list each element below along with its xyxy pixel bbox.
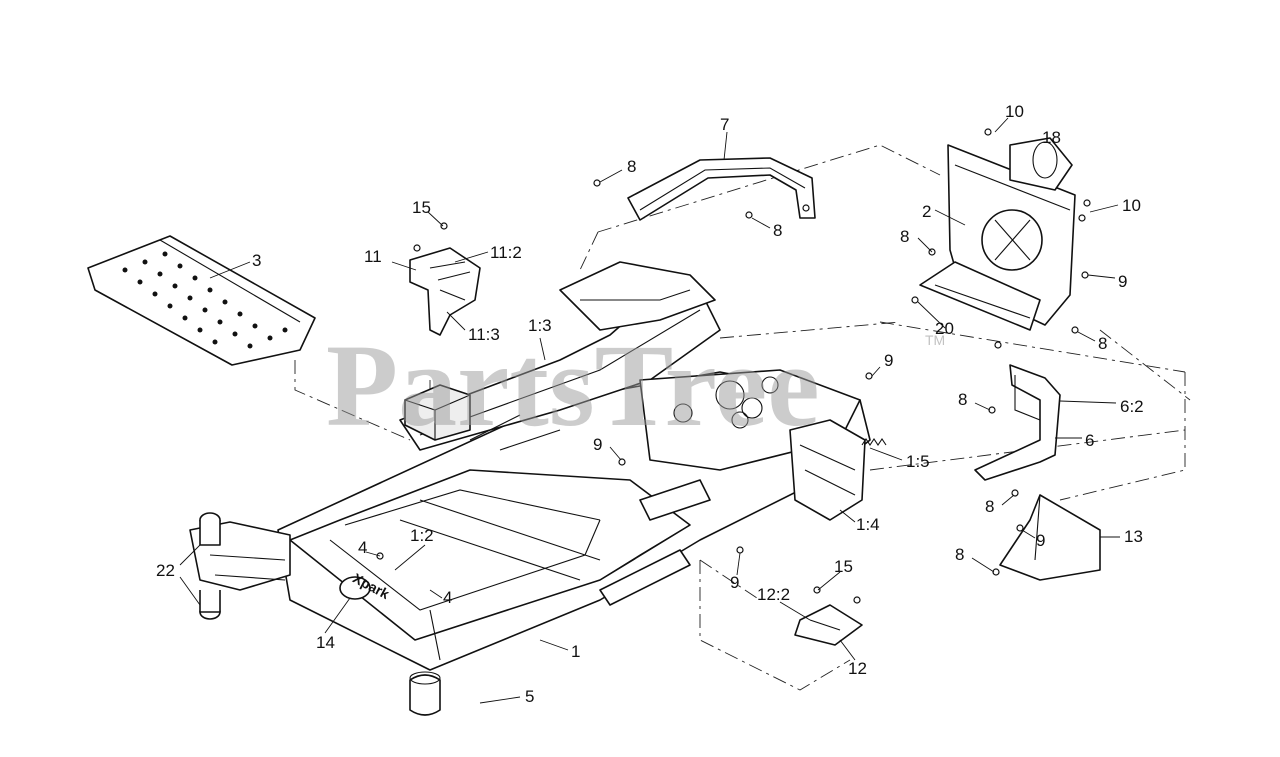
callout-6-2: 6:2 [1120,397,1144,416]
callout-9-frame: 9 [593,435,602,454]
callout-12-2: 12:2 [757,585,790,604]
fender-part-7 [593,157,816,221]
callout-8-lower: 8 [955,545,964,564]
callout-1-4: 1:4 [856,515,880,534]
watermark-text: PartsTree [326,320,820,451]
watermark: PartsTree TM [326,320,945,451]
callout-11: 11 [364,247,382,266]
callout-6: 6 [1085,431,1094,450]
callout-8-fender-right: 8 [773,221,782,240]
callout-9-cover: 9 [1036,531,1045,550]
callout-12: 12 [848,659,867,678]
callout-10-right: 10 [1122,196,1141,215]
callout-10-top: 10 [1005,102,1024,121]
callout-11-2: 11:2 [490,243,522,262]
cover-part-13 [992,489,1101,581]
callout-1: 1 [571,642,580,661]
bracket-part-12 [794,586,863,646]
callout-8-bracket: 8 [958,390,967,409]
bracket-part-11 [409,222,481,336]
caster-cups-part-22 [199,512,221,620]
callout-11-3: 11:3 [468,325,500,344]
callout-1-2: 1:2 [410,526,434,545]
callout-9-lower: 9 [730,573,739,592]
callout-9-plate: 9 [1118,272,1127,291]
callout-1-3: 1:3 [528,316,552,335]
callout-3: 3 [252,251,261,270]
bracket-part-6 [974,364,1061,481]
base-plate-part-20 [911,248,1079,349]
callout-7: 7 [720,115,729,134]
leader-lines [179,117,1120,704]
callout-4-bottom: 4 [443,588,452,607]
step-plate-part-3 [87,235,316,366]
callout-8-cover: 8 [985,497,994,516]
callout-8-plate: 8 [900,227,909,246]
watermark-trademark: TM [925,332,945,348]
callout-13: 13 [1124,527,1143,546]
callout-2: 2 [922,202,931,221]
callout-14: 14 [316,633,335,652]
main-frame-part-1 [189,261,887,716]
callout-15-lower: 15 [834,557,853,576]
callout-1-5: 1:5 [906,452,930,471]
callout-8-base: 8 [1098,334,1107,353]
callout-8-fender-left: 8 [627,157,636,176]
callout-4-top: 4 [358,538,367,557]
callout-5: 5 [525,687,534,706]
callout-15-top: 15 [412,198,431,217]
callout-18: 18 [1042,128,1061,147]
callout-20: 20 [935,319,954,338]
callout-9-center: 9 [884,351,893,370]
callout-labels: 3 15 11 11:2 11:3 1:3 7 8 8 10 18 10 2 8… [156,102,1144,706]
callout-22: 22 [156,561,175,580]
